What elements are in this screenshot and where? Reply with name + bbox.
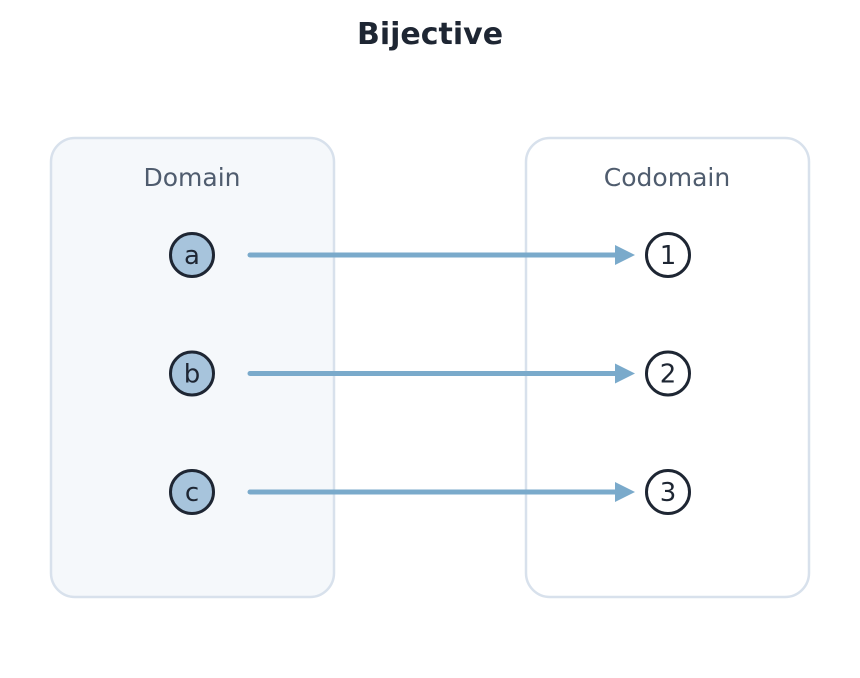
- codomain-elements: 1 2 3: [645, 232, 691, 515]
- codomain-node-3-label: 3: [660, 478, 677, 508]
- domain-node-b-circle: [169, 350, 215, 397]
- arrowhead-a-to-1: [615, 245, 635, 265]
- codomain-node-1: 1: [645, 232, 691, 278]
- domain-node-b-label: b: [184, 360, 201, 390]
- domain-node-b: b: [169, 350, 215, 397]
- codomain-label: Codomain: [604, 163, 730, 192]
- diagram-title: Bijective: [357, 17, 503, 52]
- codomain-node-2: 2: [645, 350, 691, 397]
- domain-node-c: c: [169, 469, 215, 515]
- codomain-node-1-circle: [645, 232, 691, 278]
- domain-node-c-label: c: [185, 478, 199, 508]
- domain-node-a-circle: [169, 232, 215, 278]
- mapping-arrows: [247, 245, 635, 502]
- codomain-node-2-circle: [645, 350, 691, 397]
- codomain-node-3: 3: [645, 469, 691, 515]
- domain-label: Domain: [143, 163, 240, 192]
- arrowhead-b-to-2: [615, 363, 635, 384]
- codomain-node-3-circle: [645, 469, 691, 515]
- codomain-node-1-label: 1: [660, 241, 677, 271]
- arrowhead-c-to-3: [615, 482, 635, 502]
- domain-node-c-circle: [169, 469, 215, 515]
- domain-node-a: a: [169, 232, 215, 278]
- domain-node-a-label: a: [184, 241, 200, 271]
- domain-elements: a b c: [169, 232, 215, 515]
- codomain-node-2-label: 2: [660, 360, 677, 390]
